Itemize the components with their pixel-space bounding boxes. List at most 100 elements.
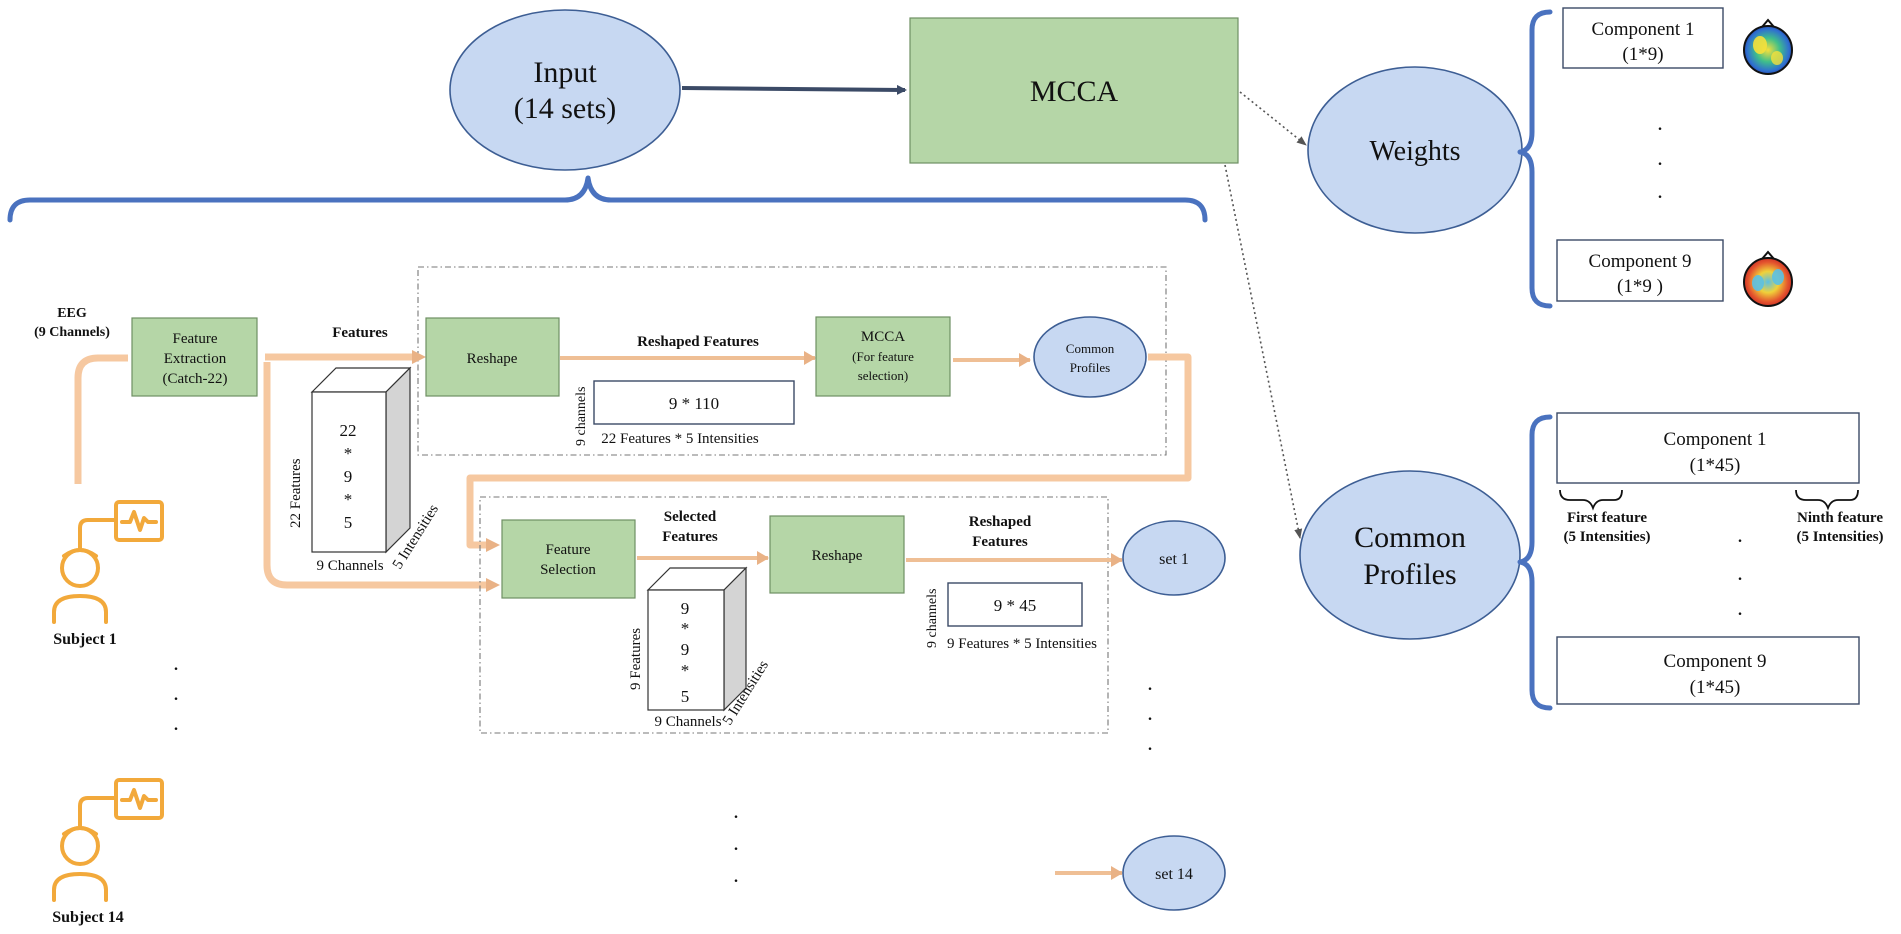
- profiles-ellipsis-dot-1: .: [1737, 522, 1743, 547]
- subject-14-label: Subject 14: [52, 909, 124, 926]
- set1-ellipse: [1122, 520, 1226, 596]
- set1-node: set 1: [1122, 520, 1226, 596]
- common-profiles-node: Common Profiles: [1299, 470, 1521, 640]
- stage1-reshape-node: Reshape: [425, 317, 560, 397]
- feature-selection-box: [501, 519, 636, 599]
- stage2-cube-value-4: *: [681, 661, 690, 680]
- feature-extraction-label-3: (Catch-22): [163, 371, 228, 387]
- set14-label: set 14: [1155, 866, 1193, 883]
- input-node: Input (14 sets): [449, 9, 681, 171]
- topomap-1-icon: [1743, 18, 1793, 75]
- subject-14-icon: [52, 778, 164, 902]
- stage1-cube-value-3: 9: [344, 467, 353, 486]
- stage1-feature-cube: 22 * 9 * 5: [310, 366, 412, 554]
- feature-selection-node: Feature Selection: [501, 519, 636, 599]
- stage1-cube-value-5: 5: [344, 513, 353, 532]
- stage1-matrix-bottom-label: 22 Features * 5 Intensities: [601, 431, 759, 447]
- stage1-mcca-label-1: MCCA: [861, 329, 905, 345]
- weights-component-9-box: [1556, 239, 1724, 302]
- input-to-mcca-arrow: [681, 84, 907, 95]
- sets-ellipsis-dot-3: .: [1147, 730, 1153, 755]
- profiles-component-1-dims: (1*45): [1690, 455, 1741, 476]
- stage2-reshape-box: [769, 515, 905, 594]
- stage1-matrix-label: 9 * 110: [669, 394, 719, 413]
- features-label: Features: [332, 325, 388, 341]
- stage1-cube-value-1: 22: [340, 421, 357, 440]
- stage1-mcca-label-3: selection): [858, 368, 909, 383]
- feature-extraction-label-1: Feature: [173, 331, 218, 347]
- weights-component-1: Component 1 (1*9): [1562, 7, 1724, 69]
- cp-to-fs-arrowhead: [486, 538, 500, 552]
- stage2-reshape-node: Reshape: [769, 515, 905, 594]
- subjects-ellipsis-dot-1: .: [173, 650, 179, 675]
- weights-component-1-dims: (1*9): [1622, 44, 1663, 65]
- stage1-common-profiles-node: Common Profiles: [1033, 316, 1147, 398]
- profiles-component-9-dims: (1*45): [1690, 677, 1741, 698]
- weights-node: Weights: [1307, 66, 1523, 234]
- profiles-component-1: Component 1 (1*45): [1556, 412, 1860, 484]
- middle-ellipsis-dot-1: .: [733, 798, 739, 823]
- set14-ellipse: [1122, 835, 1226, 911]
- mcca-main-box: [909, 17, 1239, 164]
- subject-1-icon: [52, 500, 164, 624]
- first-feature-label: First feature: [1567, 510, 1647, 526]
- feature-extraction-label-2: Extraction: [164, 351, 227, 367]
- input-brace: [7, 175, 1208, 223]
- profiles-component-9: Component 9 (1*45): [1556, 636, 1860, 705]
- input-ellipse: [449, 9, 681, 171]
- sets-ellipsis-dot-1: .: [1147, 670, 1153, 695]
- stage1-cp-ellipse: [1033, 316, 1147, 398]
- stage2-reshaped-label-2: Features: [972, 534, 1028, 550]
- weights-component-9: Component 9 (1*9 ): [1556, 239, 1724, 302]
- stage2-matrix: 9 * 45: [947, 582, 1083, 627]
- mcca-to-profiles-arrow: [1224, 164, 1303, 539]
- reshaped-features-label: Reshaped Features: [637, 334, 759, 350]
- eeg-label: EEG: [57, 306, 87, 321]
- stage2-cube-left-label: 9 Features: [628, 628, 644, 690]
- eeg-to-fe-line: [74, 354, 128, 484]
- profiles-component-1-title: Component 1: [1664, 429, 1767, 450]
- stage1-mcca-node: MCCA (For feature selection): [815, 316, 951, 397]
- selected-features-label-1: Selected: [664, 509, 717, 525]
- stage1-cube-value-2: *: [344, 444, 353, 463]
- stage1-reshape-label: Reshape: [467, 351, 518, 367]
- stage1-cube-value-4: *: [344, 490, 353, 509]
- common-profiles-label-1: Common: [1354, 521, 1466, 554]
- fe-to-fs-line: [263, 362, 490, 589]
- common-profiles-ellipse: [1299, 470, 1521, 640]
- feature-extraction-node: Feature Extraction (Catch-22): [131, 317, 258, 397]
- stage2-frame: [479, 496, 1109, 734]
- middle-ellipsis-dot-2: .: [733, 830, 739, 855]
- stage1-matrix: 9 * 110: [593, 380, 795, 425]
- stage2-cube-bottom-label: 9 Channels: [654, 714, 721, 730]
- topomap-9-icon: [1743, 250, 1793, 307]
- profiles-component-1-box: [1556, 412, 1860, 484]
- mcca-main-label: MCCA: [1030, 75, 1119, 108]
- ninth-feature-intensities: (5 Intensities): [1796, 529, 1883, 545]
- weights-ellipsis-dot-1: .: [1657, 110, 1663, 135]
- mcca-to-weights-arrow: [1239, 91, 1307, 146]
- selected-features-label-2: Features: [662, 529, 718, 545]
- stage2-reshape-label: Reshape: [812, 548, 863, 564]
- stage2-cube-value-2: *: [681, 619, 690, 638]
- stage1-matrix-box: [593, 380, 795, 425]
- feature-extraction-box: [131, 317, 258, 397]
- weights-label: Weights: [1369, 136, 1460, 167]
- stage2-feature-cube: 9 * 9 * 5: [646, 566, 748, 712]
- profiles-component-9-title: Component 9: [1664, 651, 1767, 672]
- stage1-matrix-side-label: 9 channels: [574, 387, 589, 446]
- fe-to-reshape-arrowhead: [412, 350, 426, 364]
- feature-selection-label-1: Feature: [546, 542, 591, 558]
- weights-component-9-dims: (1*9 ): [1617, 276, 1663, 297]
- stage1-reshape-box: [425, 317, 560, 397]
- stage1-cube-left-label: 22 Features: [288, 458, 304, 528]
- stage1-cp-label-2: Profiles: [1070, 360, 1110, 375]
- ninth-feature-brace: [1795, 489, 1859, 511]
- set14-node: set 14: [1122, 835, 1226, 911]
- stage1-mcca-label-2: (For feature: [852, 349, 914, 364]
- input-label: Input: [533, 56, 597, 89]
- common-profiles-brace: [1517, 414, 1553, 711]
- stage2-cube-value-1: 9: [681, 599, 690, 618]
- weights-ellipsis-dot-2: .: [1657, 145, 1663, 170]
